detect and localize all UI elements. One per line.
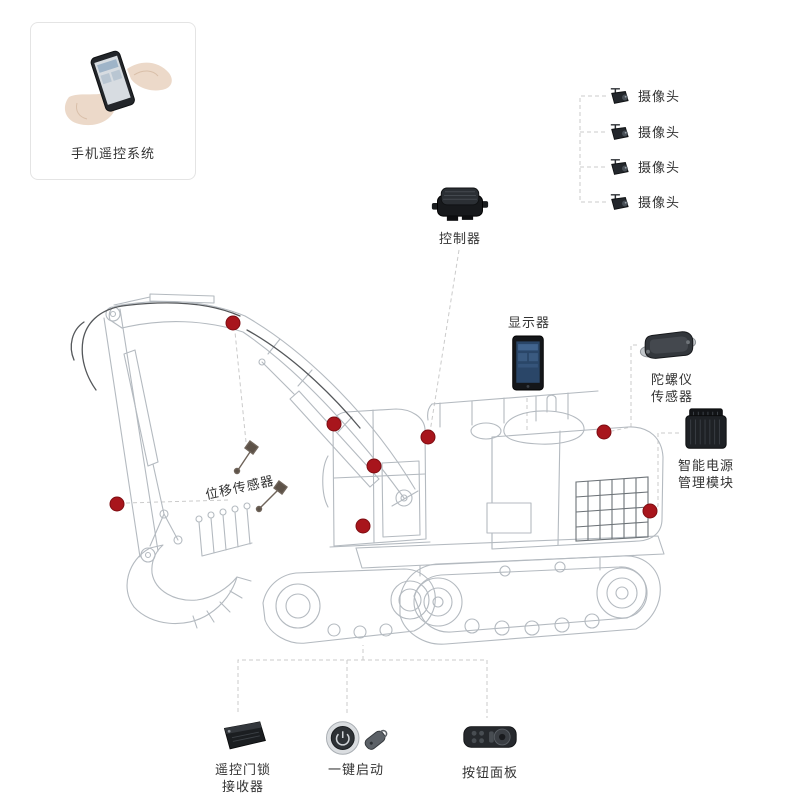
- displacement-line-1: [234, 331, 247, 443]
- displacement-line-2: [125, 499, 229, 504]
- gyroscope-line: [611, 344, 637, 432]
- button-panel-icon: [461, 720, 519, 754]
- sensor-dot: [420, 429, 436, 445]
- camera-icon: [610, 194, 629, 210]
- camera-row: 摄像头: [606, 158, 680, 178]
- camera-icon: [610, 88, 629, 104]
- sensor-dots: [109, 315, 658, 534]
- controller-line: [429, 249, 460, 433]
- camera-label: 摄像头: [638, 195, 681, 211]
- display-icon: [510, 334, 546, 392]
- displacement-sensor-icon: [233, 440, 288, 513]
- camera-row: 摄像头: [606, 87, 680, 107]
- sensor-dot: [109, 496, 125, 512]
- camera-icon: [610, 159, 629, 175]
- power-module-line: [652, 432, 679, 510]
- door-lock-receiver-label: 遥控门锁 接收器: [214, 763, 272, 795]
- gyroscope-icon: [639, 326, 697, 366]
- bottom-bracket-line: [237, 645, 488, 718]
- door-lock-receiver-icon: [218, 714, 270, 754]
- camera-row: 摄像头: [606, 123, 680, 143]
- power-module-icon: [681, 406, 731, 454]
- gyroscope-label: 陀螺仪 传感器: [650, 373, 694, 405]
- display-label: 显示器: [507, 316, 551, 331]
- camera-icon: [610, 124, 629, 140]
- connector-lines: [125, 95, 679, 718]
- excavator-wireframe: [103, 293, 665, 645]
- camera-bracket-line: [579, 95, 606, 203]
- button-panel-label: 按钮面板: [461, 766, 519, 781]
- one-key-start-icon: [324, 716, 394, 760]
- sensor-dot: [225, 315, 241, 331]
- camera-label: 摄像头: [638, 89, 681, 105]
- camera-label: 摄像头: [638, 125, 681, 141]
- sensor-dot: [326, 416, 342, 432]
- phone-system-card: 手机遥控系统: [30, 22, 196, 180]
- camera-row: 摄像头: [606, 193, 680, 213]
- camera-label: 摄像头: [638, 160, 681, 176]
- sensor-dot: [355, 518, 371, 534]
- power-module-label: 智能电源 管理模块: [677, 459, 735, 491]
- controller-icon: [430, 182, 490, 224]
- sensor-dot: [596, 424, 612, 440]
- sensor-dot: [642, 503, 658, 519]
- hands-phone-image: [64, 50, 172, 126]
- hydraulic-hoses: [70, 302, 361, 429]
- one-key-start-label: 一键启动: [327, 763, 385, 778]
- controller-label: 控制器: [438, 232, 482, 247]
- phone-system-label: 手机遥控系统: [70, 147, 155, 162]
- sensor-dot: [366, 458, 382, 474]
- engine-grille: [575, 476, 649, 542]
